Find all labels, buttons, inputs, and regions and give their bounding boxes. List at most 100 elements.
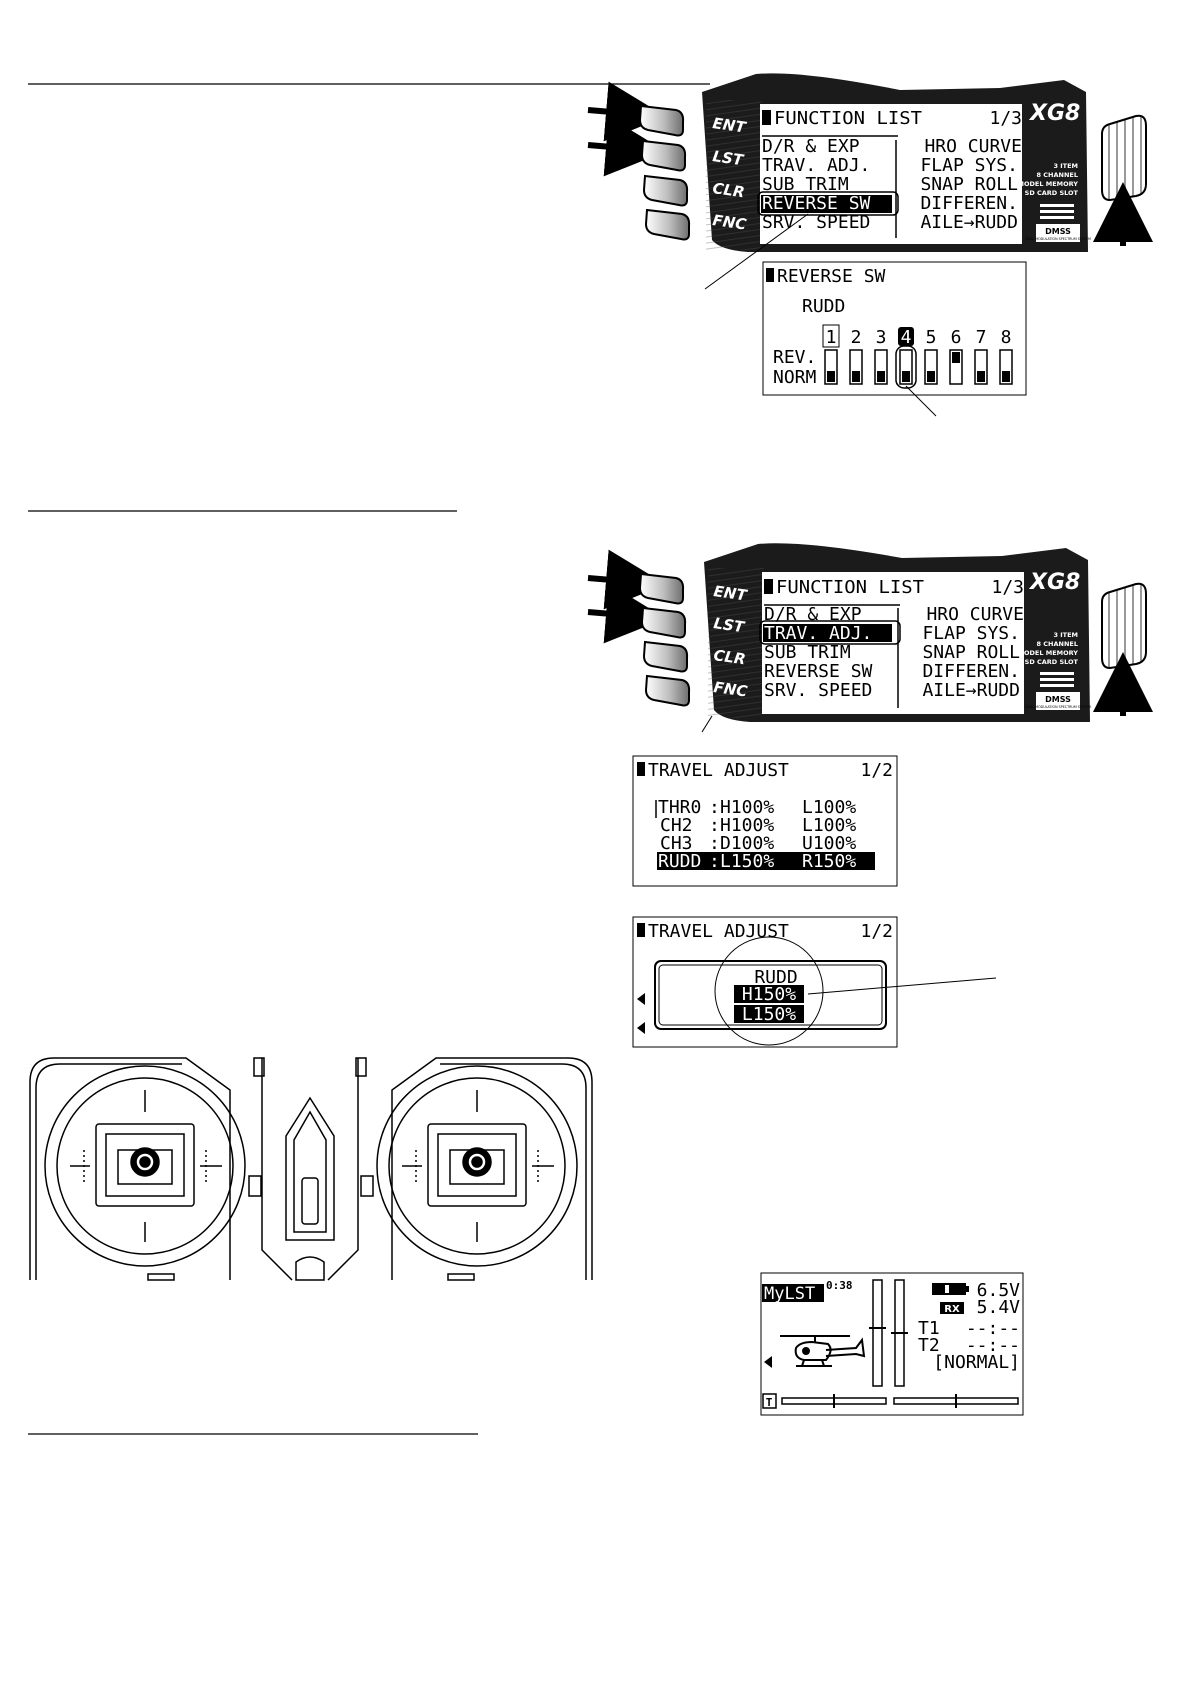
fl-right-item-3[interactable]: DIFFEREN. bbox=[920, 193, 1018, 214]
ta1-row0-a[interactable]: H100% bbox=[720, 797, 774, 818]
ta1-row2-a[interactable]: D100% bbox=[720, 833, 774, 854]
rev-num-2[interactable]: 2 bbox=[851, 327, 862, 348]
fl2-right-item-0[interactable]: HRO CURVE bbox=[926, 604, 1024, 625]
rev-num-7[interactable]: 7 bbox=[976, 327, 987, 348]
ta1-row1-b[interactable]: L100% bbox=[802, 815, 856, 836]
xg8-logo: XG8 bbox=[1028, 101, 1080, 126]
dmss-badge bbox=[1036, 224, 1080, 242]
ent-label: ENT bbox=[711, 114, 748, 137]
ta2-callout-circle bbox=[714, 936, 824, 1046]
pointer-arrow-ent-2 bbox=[587, 549, 666, 610]
fl-item-0[interactable]: D/R & EXP bbox=[762, 136, 860, 157]
ta1-row3-a[interactable]: L150% bbox=[720, 851, 774, 872]
left-arrow-icon[interactable] bbox=[764, 1356, 772, 1368]
rev-title: REVERSE SW bbox=[777, 266, 886, 287]
ta1-row0-b[interactable]: L100% bbox=[802, 797, 856, 818]
pointer-arrow-lst-2 bbox=[587, 583, 666, 644]
ta1-row1-ch[interactable]: CH2 bbox=[660, 815, 693, 836]
ent-key-2[interactable] bbox=[638, 572, 685, 605]
ta1-row1-a[interactable]: H100% bbox=[720, 815, 774, 836]
clr-label: CLR bbox=[711, 179, 745, 201]
fnc-key-2[interactable] bbox=[644, 674, 691, 707]
fl2-item-0[interactable]: D/R & EXP bbox=[764, 604, 862, 625]
rev-num-1[interactable]: 1 bbox=[826, 327, 837, 348]
lst-key-2[interactable] bbox=[640, 606, 687, 639]
dmss-badge-2 bbox=[1036, 692, 1080, 710]
ta1-row2-b[interactable]: U100% bbox=[802, 833, 856, 854]
xg8-logo-2: XG8 bbox=[1028, 570, 1080, 595]
transmitter-gimbals bbox=[29, 1057, 593, 1281]
t1-value: --:-- bbox=[966, 1318, 1020, 1339]
lst-key[interactable] bbox=[640, 139, 687, 172]
fl-item-3[interactable]: REVERSE SW bbox=[762, 193, 871, 214]
fl2-item-3[interactable]: REVERSE SW bbox=[764, 661, 873, 682]
ent-key[interactable] bbox=[638, 104, 685, 137]
ta2-page: 1/2 bbox=[860, 921, 893, 942]
ta2-high[interactable]: H150% bbox=[742, 984, 796, 1005]
dmss-sub-text: DUAL MODULATION SPECTRUM SYSTEM bbox=[1025, 237, 1091, 241]
feature-2-1: 3 ITEM bbox=[1053, 631, 1078, 639]
model-name: MyLST bbox=[764, 1284, 815, 1304]
ta2-low[interactable]: L150% bbox=[742, 1004, 796, 1025]
dmss-text-2: DMSS bbox=[1045, 695, 1071, 704]
roller-wheel-2[interactable] bbox=[1101, 582, 1147, 670]
lcd-page: 1/3 bbox=[989, 108, 1022, 129]
norm-label: NORM bbox=[773, 367, 817, 388]
ta1-row0-ch[interactable]: THR0 bbox=[658, 797, 701, 818]
dmss-sub-text-2: DUAL MODULATION SPECTRUM SYSTEM bbox=[1025, 705, 1091, 709]
lcd-function-list-2 bbox=[762, 572, 1024, 714]
svg-text::: : bbox=[709, 815, 720, 836]
helicopter-icon bbox=[780, 1335, 866, 1367]
ta1-row3-b[interactable]: R150% bbox=[802, 851, 856, 872]
clr-key[interactable] bbox=[642, 174, 689, 207]
svg-text::: : bbox=[709, 851, 720, 872]
pointer-arrow-ent bbox=[587, 81, 666, 142]
panel-ribs-2 bbox=[708, 568, 764, 718]
clr-key-2[interactable] bbox=[642, 640, 689, 673]
fnc-key[interactable] bbox=[644, 208, 691, 241]
fl2-item-4[interactable]: SRV. SPEED bbox=[764, 680, 872, 701]
rev-num-6[interactable]: 6 bbox=[951, 327, 962, 348]
t1-label: T1 bbox=[918, 1318, 940, 1339]
rev-num-8[interactable]: 8 bbox=[1001, 327, 1012, 348]
fl2-item-1[interactable]: TRAV. ADJ. bbox=[764, 623, 872, 644]
ta1-row3-ch[interactable]: RUDD bbox=[658, 851, 701, 872]
fl2-right-item-2[interactable]: SNAP ROLL bbox=[922, 642, 1020, 663]
fnc-label: FNC bbox=[711, 211, 747, 234]
travel-adjust-screen-2: TRAVEL ADJUST 1/2 RUDD H150% L150% bbox=[632, 916, 997, 1048]
lst-label: LST bbox=[711, 147, 746, 169]
panel-ribs bbox=[706, 100, 762, 250]
feature-2: 8 CHANNEL bbox=[1037, 171, 1079, 179]
roller-wheel-1[interactable] bbox=[1101, 114, 1147, 202]
ta2-channel: RUDD bbox=[754, 967, 797, 988]
fl-right-item-0[interactable]: HRO CURVE bbox=[924, 136, 1022, 157]
rev-label: REV. bbox=[773, 347, 816, 368]
lcd-title-2: FUNCTION LIST bbox=[776, 577, 924, 598]
t2-label: T2 bbox=[918, 1335, 940, 1356]
fl2-right-item-3[interactable]: DIFFEREN. bbox=[922, 661, 1020, 682]
fl-item-1[interactable]: TRAV. ADJ. bbox=[762, 155, 870, 176]
clr-label-2: CLR bbox=[712, 646, 746, 668]
fl2-right-item-1[interactable]: FLAP SYS. bbox=[922, 623, 1020, 644]
rev-num-3[interactable]: 3 bbox=[876, 327, 887, 348]
fl2-right-item-4[interactable]: AILE→RUDD bbox=[922, 680, 1020, 701]
svg-text::: : bbox=[709, 797, 720, 818]
rx-voltage: 5.4V bbox=[977, 1297, 1021, 1318]
rev-num-5[interactable]: 5 bbox=[926, 327, 937, 348]
lcd-title: FUNCTION LIST bbox=[774, 108, 922, 129]
fl-highlight bbox=[761, 195, 892, 213]
fl2-item-2[interactable]: SUB TRIM bbox=[764, 642, 851, 663]
ta1-highlight bbox=[657, 852, 875, 870]
t2-value: --:-- bbox=[966, 1335, 1020, 1356]
callout-line-3 bbox=[701, 715, 713, 733]
transmitter-panel-2: ENT LST CLR FNC XG8 3 ITEM 8 CHANNEL 30 … bbox=[587, 543, 1153, 733]
feature-2-3: 30 MODEL MEMORY bbox=[1006, 649, 1078, 657]
fl-item-2[interactable]: SUB TRIM bbox=[762, 174, 849, 195]
fl-right-item-2[interactable]: SNAP ROLL bbox=[920, 174, 1018, 195]
rev-num-4[interactable]: 4 bbox=[901, 327, 912, 348]
fl-right-item-1[interactable]: FLAP SYS. bbox=[920, 155, 1018, 176]
fl-right-item-4[interactable]: AILE→RUDD bbox=[920, 212, 1018, 233]
timer: 0:38 bbox=[826, 1279, 853, 1292]
pointer-arrow-lst bbox=[587, 116, 666, 177]
ta1-row2-ch[interactable]: CH3 bbox=[660, 833, 693, 854]
